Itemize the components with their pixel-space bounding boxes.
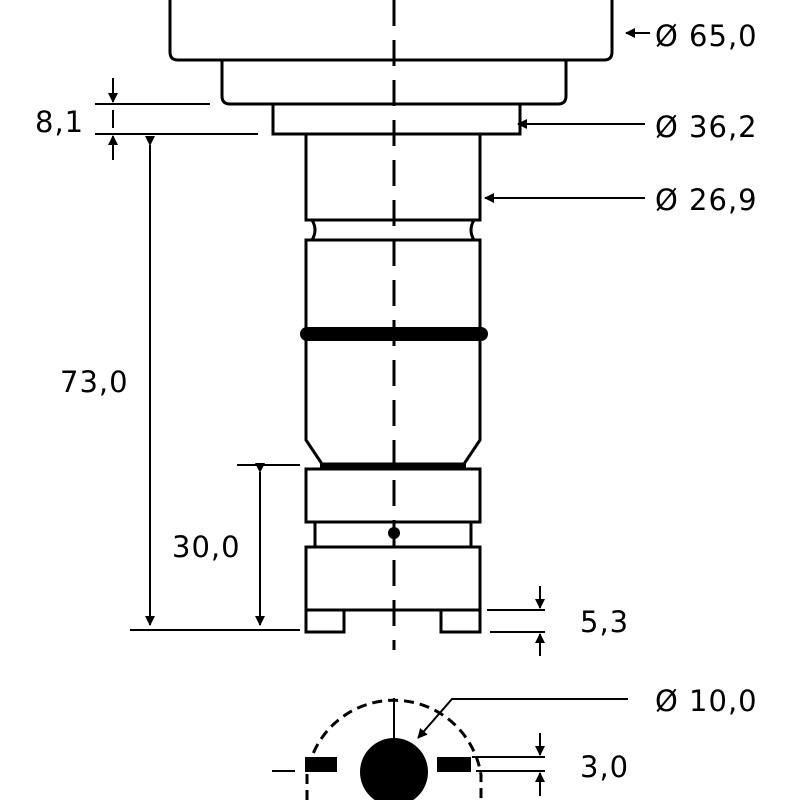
dim-slot-width: 3,0 bbox=[580, 750, 629, 784]
part-outline bbox=[168, 0, 614, 634]
bottom-view bbox=[272, 698, 483, 800]
dim-dia-shaft: Ø 26,9 bbox=[655, 183, 758, 217]
dim-lower-section: 30,0 bbox=[172, 530, 241, 564]
dim-flange-height: 8,1 bbox=[35, 105, 84, 139]
dim-foot-height: 5,3 bbox=[580, 605, 629, 639]
dim-dia-contact: Ø 10,0 bbox=[655, 684, 758, 718]
contact-pin bbox=[360, 738, 428, 800]
dim-total-length: 73,0 bbox=[60, 365, 129, 399]
dimension-lines bbox=[95, 28, 650, 796]
dim-dia-flange: Ø 36,2 bbox=[655, 110, 758, 144]
dim-dia-body: Ø 65,0 bbox=[655, 19, 758, 53]
